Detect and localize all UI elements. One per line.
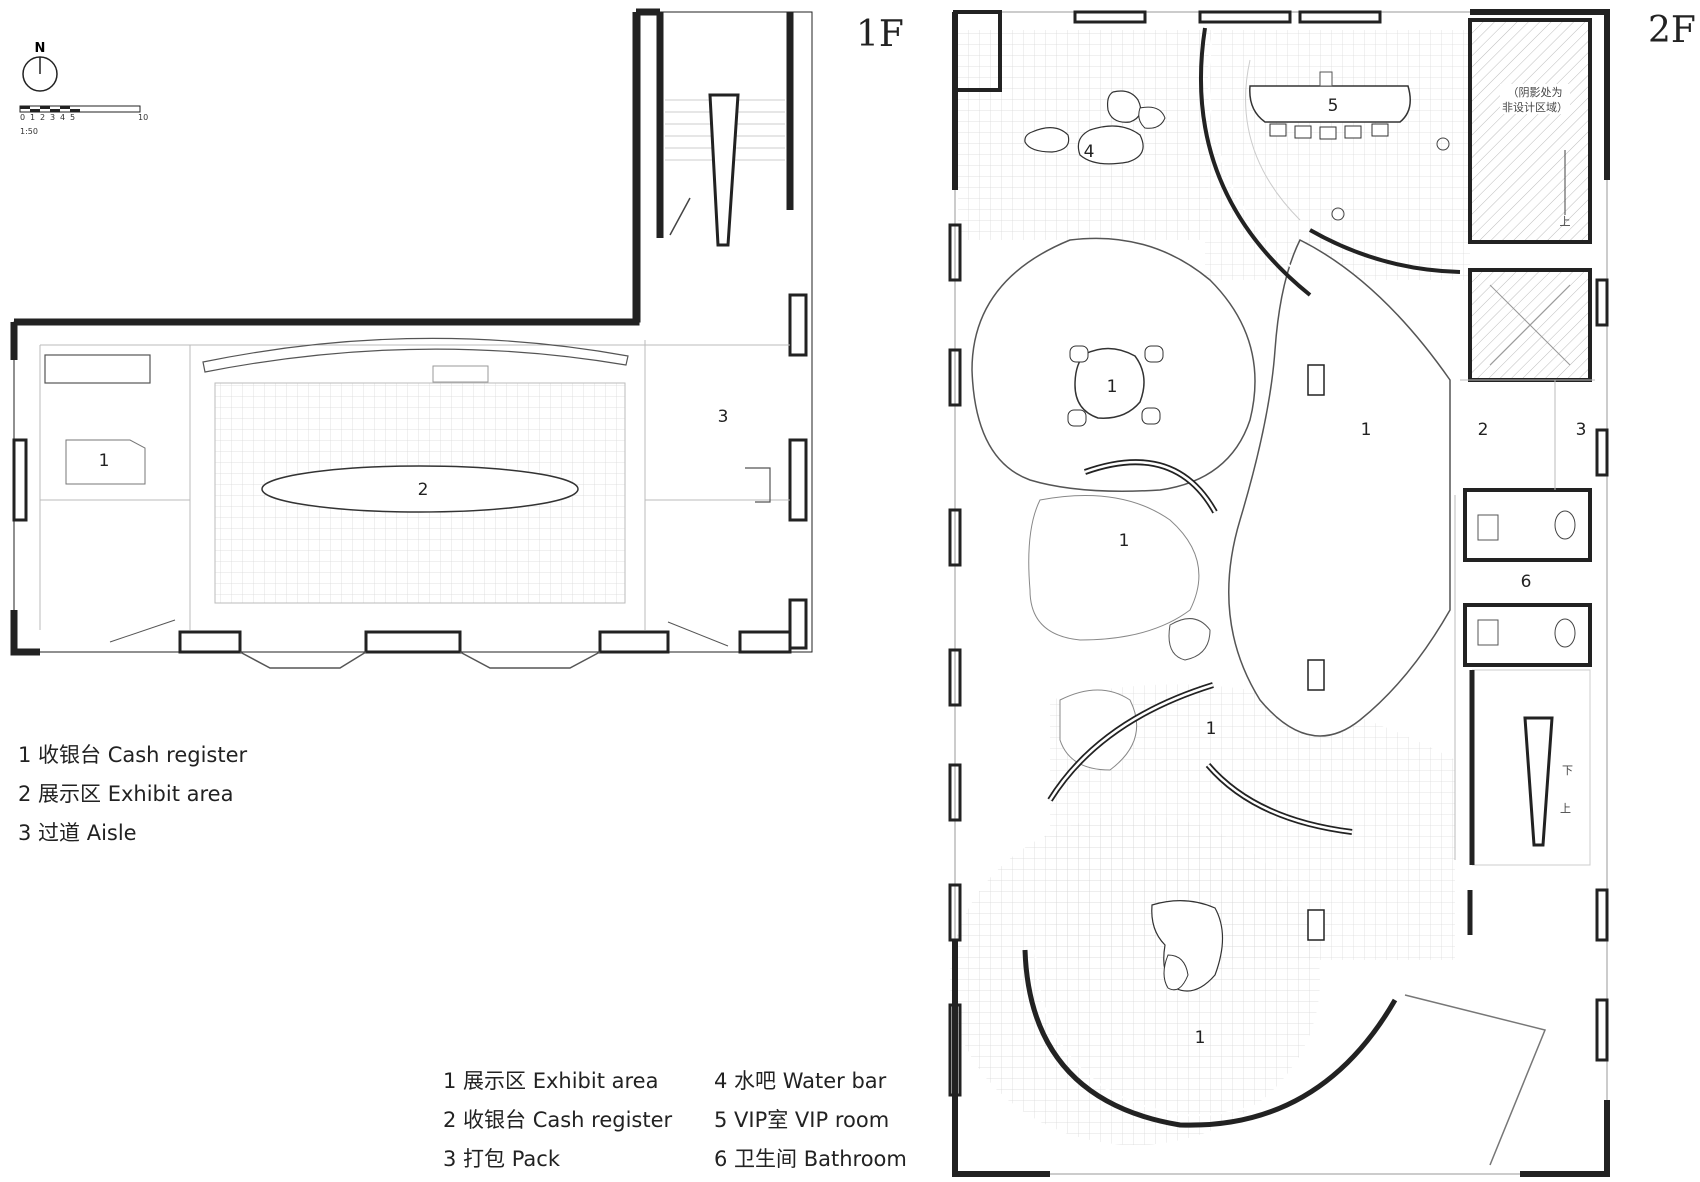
non-design-note: （阴影处为: [1508, 86, 1563, 99]
scale-tick: 4: [60, 113, 65, 122]
legend-item: 2 收银台 Cash register: [443, 1108, 673, 1132]
room-number: 2: [418, 480, 429, 500]
scale-tick: 10: [138, 113, 148, 122]
non-design-area: [1468, 18, 1592, 244]
room-number: 3: [718, 407, 729, 427]
plan-2f: （阴影处为 非设计区域） 上 下 上: [948, 9, 1610, 1177]
stair-down-label: 下: [1562, 764, 1573, 777]
scale-ratio: 1:50: [20, 127, 38, 136]
legend-item: 3 过道 Aisle: [18, 821, 137, 845]
floor-label-2f: 2F: [1648, 10, 1696, 51]
legend-item: 1 展示区 Exhibit area: [443, 1069, 659, 1093]
legend-item: 4 水吧 Water bar: [714, 1069, 887, 1093]
legend-item: 2 展示区 Exhibit area: [18, 782, 234, 806]
plan-1f: 1 2 3: [10, 8, 813, 669]
legend-1f: 1 收银台 Cash register 2 展示区 Exhibit area 3…: [18, 736, 247, 853]
scale-tick: 5: [70, 113, 75, 122]
room-number: 6: [1521, 572, 1532, 592]
legend-item: 6 卫生间 Bathroom: [714, 1147, 907, 1171]
legend-item: 3 打包 Pack: [443, 1147, 561, 1171]
stair-up-label: 上: [1560, 802, 1571, 815]
scale-tick: 3: [50, 113, 55, 122]
non-design-note: 非设计区域）: [1502, 101, 1568, 114]
north-arrow: N: [22, 41, 58, 92]
vip-table: [1249, 85, 1411, 123]
room-number: 3: [1576, 420, 1587, 440]
stair-up-label: 上: [1560, 215, 1571, 228]
north-label: N: [35, 41, 46, 56]
scale-bar: 0 1 2 3 4 5 10 1:50: [19, 105, 148, 136]
room-number: 1: [1195, 1028, 1206, 1048]
room-number: 5: [1328, 96, 1339, 116]
legend-item: 1 收银台 Cash register: [18, 743, 248, 767]
legend-item: 5 VIP室 VIP room: [714, 1108, 890, 1132]
room-number: 1: [99, 451, 110, 471]
scale-tick: 1: [30, 113, 35, 122]
scale-tick: 0: [20, 113, 25, 122]
legend-2f-col2: 4 水吧 Water bar 5 VIP室 VIP room 6 卫生间 Bat…: [714, 1062, 907, 1179]
room-number: 1: [1107, 377, 1118, 397]
room-number: 2: [1478, 420, 1489, 440]
room-number: 4: [1084, 142, 1095, 162]
legend-2f-col1: 1 展示区 Exhibit area 2 收银台 Cash register 3…: [443, 1062, 672, 1179]
room-number: 1: [1361, 420, 1372, 440]
stair-core: [708, 93, 740, 247]
floor-label-1f: 1F: [856, 14, 904, 55]
exhibit-table: [261, 465, 579, 513]
room-number: 1: [1119, 531, 1130, 551]
room-number: 1: [1206, 719, 1217, 739]
scale-tick: 2: [40, 113, 45, 122]
